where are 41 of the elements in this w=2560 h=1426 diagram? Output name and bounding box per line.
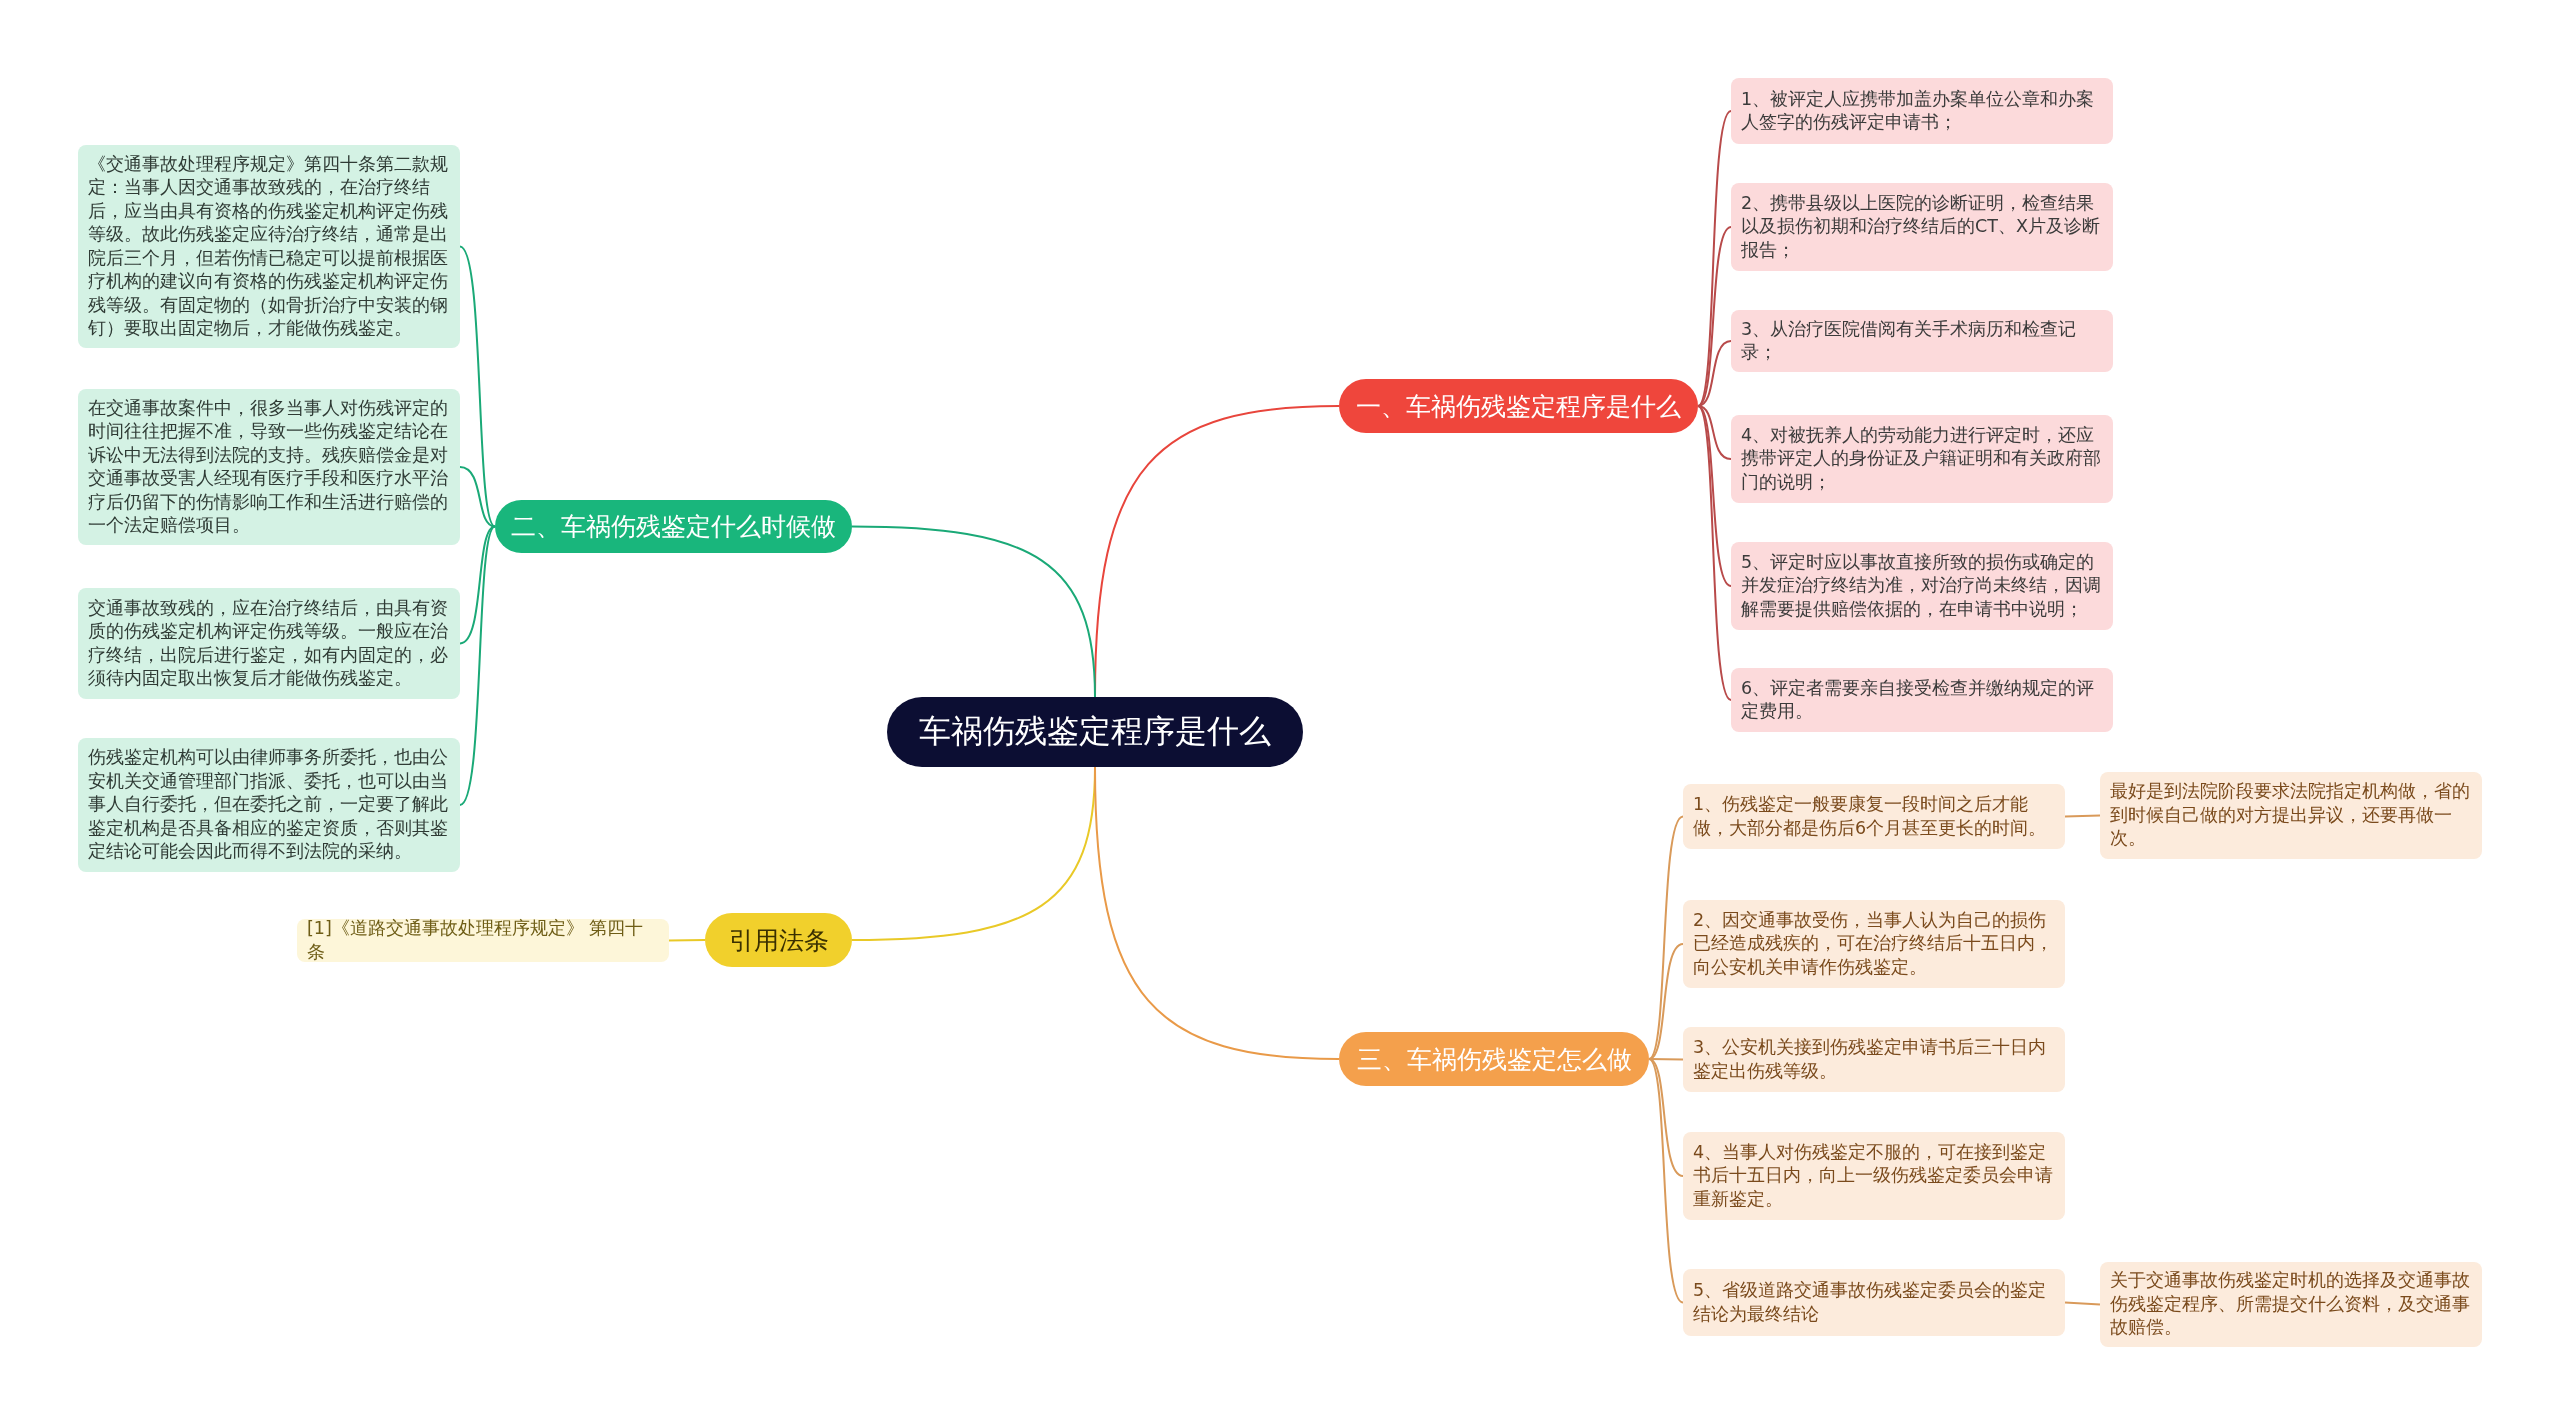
branch-topic: 引用法条 <box>705 913 852 967</box>
note-box: 关于交通事故伤残鉴定时机的选择及交通事故伤残鉴定程序、所需提交什么资料，及交通事故赔偿。 <box>2100 1262 2482 1347</box>
note-box: 1、被评定人应携带加盖办案单位公章和办案人签字的伤残评定申请书； <box>1731 78 2113 144</box>
branch-topic: 三、车祸伤残鉴定怎么做 <box>1339 1032 1649 1086</box>
connector-line <box>1697 405 1732 587</box>
note-box: 6、评定者需要亲自接受检查并缴纳规定的评定费用。 <box>1731 668 2113 732</box>
note-box: 最好是到法院阶段要求法院指定机构做，省的到时候自己做的对方提出异议，还要再做一次。 <box>2100 772 2482 859</box>
branch-topic: 一、车祸伤残鉴定程序是什么 <box>1339 379 1698 433</box>
note-box: 3、公安机关接到伤残鉴定申请书后三十日内鉴定出伤残等级。 <box>1683 1027 2065 1092</box>
connector-line <box>459 525 496 645</box>
connector-line <box>2064 814 2101 818</box>
note-box: [1]《道路交通事故处理程序规定》 第四十条 <box>297 919 669 962</box>
connector-line <box>1648 815 1684 1060</box>
note-box: 2、因交通事故受伤，当事人认为自己的损伤已经造成残疾的，可在治疗终结后十五日内，向公安机关申请作伤残鉴定。 <box>1683 900 2065 988</box>
connector-line <box>2064 1301 2101 1306</box>
connector-line <box>459 525 496 806</box>
note-box: 在交通事故案件中，很多当事人对伤残评定的时间往往把握不准，导致一些伤残鉴定结论在诉讼中无法得到法院的支持。残疾赔偿金是对交通事故受害人经现有医疗手段和医疗水平治疗后仍留下的伤情影响工作和生活进行赔偿的一个法定赔偿项目。 <box>78 389 460 545</box>
note-box: 5、省级道路交通事故伤残鉴定委员会的鉴定结论为最终结论 <box>1683 1269 2065 1336</box>
note-box: 4、当事人对伤残鉴定不服的，可在接到鉴定书后十五日内，向上一级伤残鉴定委员会申请重新鉴定。 <box>1683 1132 2065 1220</box>
connector-line <box>1697 340 1732 407</box>
connector-line <box>851 525 1096 698</box>
note-box: 1、伤残鉴定一般要康复一段时间之后才能做，大部分都是伤后6个月甚至更长的时间。 <box>1683 784 2065 849</box>
root-topic: 车祸伤残鉴定程序是什么 <box>887 697 1303 767</box>
note-box: 交通事故致残的，应在治疗终结后，由具有资质的伤残鉴定机构评定伤残等级。一般应在治疗终结，出院后进行鉴定，如有内固定的，必须待内固定取出恢复后才能做伤残鉴定。 <box>78 588 460 699</box>
note-box: 《交通事故处理程序规定》第四十条第二款规定：当事人因交通事故致残的，在治疗终结后，应当由具有资格的伤残鉴定机构评定伤残等级。故此伤残鉴定应待治疗终结，通常是出院后三个月，但若伤情已稳定可以提前根据医疗机构的建议向有资格的伤残鉴定机构评定伤残等级。有固定物的（如骨折治疗中安装的钢钉）要取出固定物后，才能做伤残鉴定。 <box>78 145 460 348</box>
connector-line <box>1697 405 1732 460</box>
connector-line <box>1697 110 1732 407</box>
note-box: 4、对被抚养人的劳动能力进行评定时，还应携带评定人的身份证及户籍证明和有关政府部门的说明； <box>1731 415 2113 503</box>
note-box: 5、评定时应以事故直接所致的损伤或确定的并发症治疗终结为准，对治疗尚未终结，因调解需要提供赔偿依据的，在申请书中说明； <box>1731 542 2113 630</box>
note-box: 2、携带县级以上医院的诊断证明，检查结果以及损伤初期和治疗终结后的CT、X片及诊断报告； <box>1731 183 2113 271</box>
connector-line <box>1094 766 1340 1060</box>
branch-topic: 二、车祸伤残鉴定什么时候做 <box>495 500 852 553</box>
note-box: 3、从治疗医院借阅有关手术病历和检查记录； <box>1731 310 2113 372</box>
connector-line <box>459 466 496 528</box>
connector-line <box>1648 1058 1684 1304</box>
connector-line <box>459 245 496 528</box>
connector-line <box>1648 943 1684 1060</box>
connector-line <box>1697 226 1732 407</box>
connector-line <box>1697 405 1732 701</box>
connector-line <box>668 939 706 942</box>
note-box: 伤残鉴定机构可以由律师事务所委托，也由公安机关交通管理部门指派、委托，也可以由当事人自行委托，但在委托之前，一定要了解此鉴定机构是否具备相应的鉴定资质，否则其鉴定结论可能会因此而得不到法院的采纳。 <box>78 738 460 872</box>
